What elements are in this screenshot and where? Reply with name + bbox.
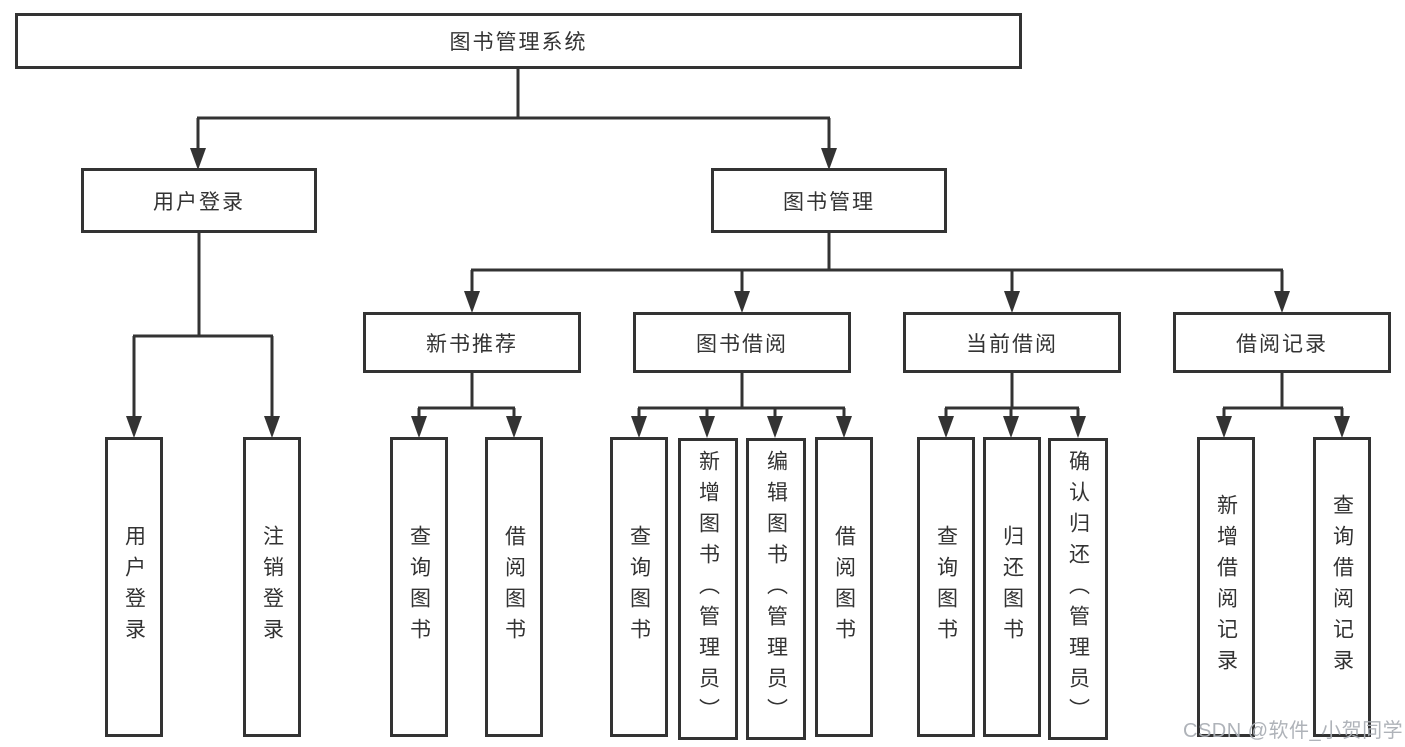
leaf-user-login: 用户登录	[105, 437, 163, 737]
node-label: 用户登录	[153, 190, 245, 214]
leaf-bb-add-books-admin: 新增图书（管理员）	[678, 438, 738, 740]
node-label: 新书推荐	[426, 332, 518, 356]
node-new-book-recommendation: 新书推荐	[363, 312, 581, 373]
csdn-watermark: CSDN @软件_小贺同学	[1183, 720, 1404, 742]
node-current-borrowing: 当前借阅	[903, 312, 1121, 373]
leaf-cb-confirm-return-admin: 确认归还（管理员）	[1048, 438, 1108, 740]
leaf-logout: 注销登录	[243, 437, 301, 737]
node-label: 编辑图书（管理员）	[764, 449, 788, 729]
node-label: 图书管理系统	[449, 31, 588, 54]
leaf-nb-query-books: 查询图书	[390, 437, 448, 737]
leaf-br-query-record: 查询借阅记录	[1313, 437, 1371, 737]
node-label: 新增图书（管理员）	[696, 449, 720, 729]
leaf-cb-query-books: 查询图书	[917, 437, 975, 737]
node-borrowing-records: 借阅记录	[1173, 312, 1391, 373]
node-label: 新增借阅记录	[1214, 494, 1238, 680]
node-label: 当前借阅	[966, 332, 1058, 356]
leaf-bb-query-books: 查询图书	[610, 437, 668, 737]
node-book-management: 图书管理	[711, 168, 947, 233]
node-label: 确认归还（管理员）	[1066, 449, 1090, 729]
node-label: 借阅图书	[832, 525, 856, 649]
node-label: 借阅记录	[1236, 332, 1328, 356]
node-label: 查询图书	[627, 525, 651, 649]
node-label: 图书借阅	[696, 332, 788, 356]
node-label: 归还图书	[1000, 525, 1024, 649]
node-library-management-system: 图书管理系统	[15, 13, 1022, 69]
node-label: 查询图书	[407, 525, 431, 649]
node-label: 查询图书	[934, 525, 958, 649]
node-label: 用户登录	[122, 525, 146, 649]
node-book-borrowing: 图书借阅	[633, 312, 851, 373]
leaf-cb-return-books: 归还图书	[983, 437, 1041, 737]
leaf-br-add-record: 新增借阅记录	[1197, 437, 1255, 737]
leaf-nb-borrow-books: 借阅图书	[485, 437, 543, 737]
node-label: 图书管理	[783, 190, 875, 214]
node-user-login: 用户登录	[81, 168, 317, 233]
node-label: 注销登录	[260, 525, 284, 649]
node-label: 借阅图书	[502, 525, 526, 649]
leaf-bb-borrow-books: 借阅图书	[815, 437, 873, 737]
node-label: 查询借阅记录	[1330, 494, 1354, 680]
leaf-bb-edit-books-admin: 编辑图书（管理员）	[746, 438, 806, 740]
